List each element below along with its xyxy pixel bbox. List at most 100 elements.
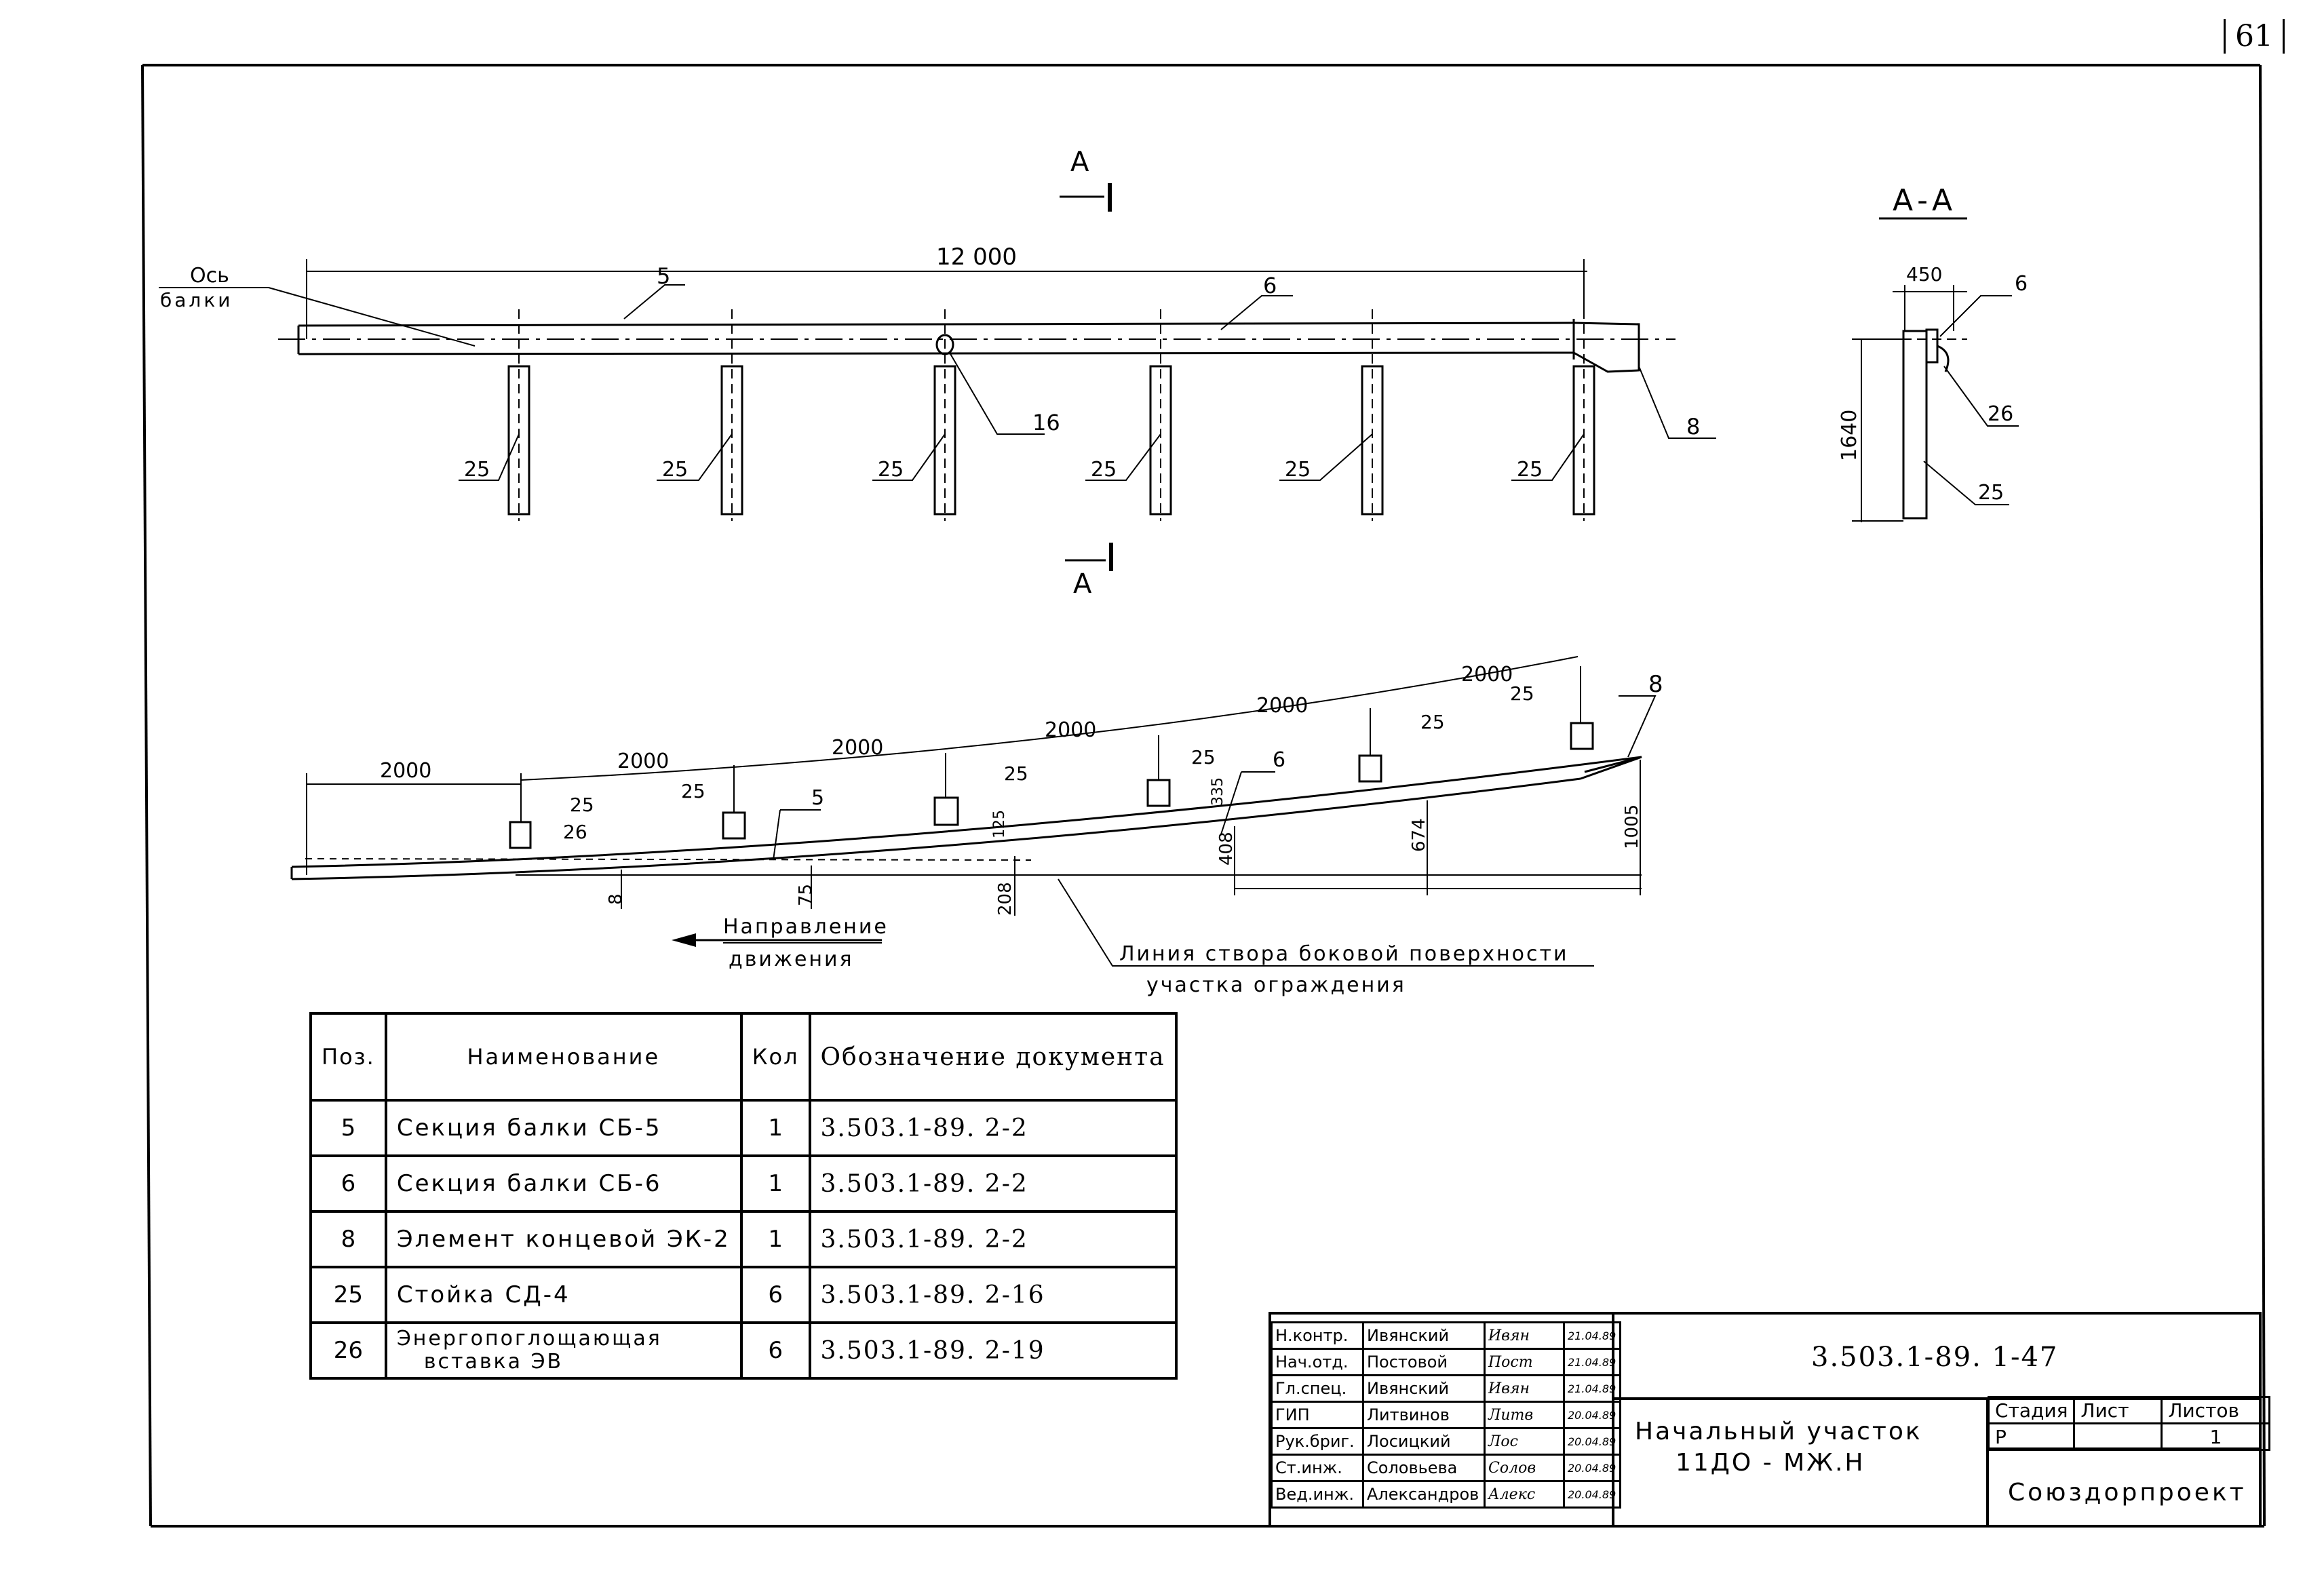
direction-label-1: Направление — [723, 915, 889, 939]
post-label: 25 — [1191, 746, 1216, 769]
label-pos-8: 8 — [1686, 414, 1700, 440]
table-header: Поз. Наименование Кол Обозначение докуме… — [309, 1012, 1178, 1102]
line-note-1: Линия створа боковой поверхности — [1119, 942, 1568, 966]
profile-dimension — [306, 656, 1581, 875]
profile-post — [1358, 754, 1382, 783]
cell-name: Стойка СД-4 — [384, 1266, 743, 1324]
cell-qty: 1 — [739, 1210, 811, 1268]
profile-pos-5: 5 — [811, 786, 824, 810]
profile-post — [722, 811, 746, 840]
sig-name: Соловьева — [1362, 1454, 1486, 1482]
plan-view: 12 000 Ось балки 5 6 16 8 25 25 25 25 25… — [159, 147, 1716, 600]
sig-name: Ивянский — [1362, 1321, 1486, 1350]
sig-role: Ст.инж. — [1271, 1454, 1364, 1482]
line-note-2: участка ограждения — [1146, 973, 1406, 997]
sheet-header: Лист — [2073, 1396, 2163, 1424]
sig-signature: Ивян — [1484, 1374, 1565, 1403]
cell-pos: 5 — [309, 1099, 387, 1157]
axis-label-2: балки — [160, 289, 233, 311]
sig-date: 21.04.89 — [1563, 1348, 1621, 1376]
section-mark-top: A — [1060, 147, 1112, 212]
document-code: 3.503.1-89. 1-47 — [1811, 1342, 2059, 1373]
sheets-value: 1 — [2161, 1422, 2271, 1451]
sig-role: Гл.спец. — [1271, 1374, 1364, 1403]
profile-post — [933, 796, 959, 826]
cell-name-line-2: вставка ЭВ — [423, 1350, 564, 1374]
signature-table: Н.контр. Ивянский Ивян 21.04.89 Нач.отд.… — [1271, 1321, 1621, 1509]
cell-name: Секция балки СБ-5 — [384, 1099, 743, 1157]
sig-name: Ивянский — [1362, 1374, 1486, 1403]
profile-pos-26: 26 — [563, 821, 587, 843]
sig-signature: Литв — [1484, 1401, 1565, 1429]
plan-beam — [297, 319, 1640, 373]
direction-label-2: движения — [729, 948, 854, 971]
profile-post — [1146, 779, 1171, 807]
sig-date: 20.04.89 — [1563, 1454, 1621, 1482]
sig-date: 20.04.89 — [1563, 1401, 1621, 1429]
cell-qty: 6 — [739, 1266, 811, 1324]
section-view: А-А 450 1640 6 26 25 — [1838, 183, 2028, 522]
section-height: 1640 — [1838, 410, 1861, 461]
sig-signature: Ивян — [1484, 1321, 1565, 1350]
post-label: 25 — [662, 458, 688, 482]
sig-name: Литвинов — [1362, 1401, 1486, 1429]
post-label: 25 — [681, 780, 705, 802]
cell-doc: 3.503.1-89. 2-2 — [808, 1099, 1178, 1157]
sig-signature: Солов — [1484, 1454, 1565, 1482]
cell-pos: 25 — [309, 1266, 387, 1324]
cell-name: Секция балки СБ-6 — [384, 1154, 743, 1213]
profile-post — [1570, 722, 1594, 750]
post-label: 25 — [1420, 711, 1445, 733]
gap-value: 335 — [1209, 777, 1226, 806]
signature-row: ГИП Литвинов Литв 20.04.89 — [1271, 1401, 1621, 1429]
profile-post — [509, 821, 532, 849]
post-label: 25 — [1517, 458, 1543, 482]
sig-name: Александров — [1362, 1480, 1486, 1509]
sig-role: ГИП — [1271, 1401, 1364, 1429]
plan-post — [507, 365, 530, 516]
table-row: 25 Стойка СД-4 6 3.503.1-89. 2-16 — [309, 1266, 1178, 1324]
sig-date: 20.04.89 — [1563, 1427, 1621, 1456]
table-row: 5 Секция балки СБ-5 1 3.503.1-89. 2-2 — [309, 1099, 1178, 1157]
signature-row: Гл.спец. Ивянский Ивян 21.04.89 — [1271, 1374, 1621, 1403]
cell-qty: 1 — [739, 1099, 811, 1157]
profile-pos-8: 8 — [1648, 671, 1663, 698]
cell-doc: 3.503.1-89. 2-16 — [808, 1266, 1178, 1324]
profile-spacing: 2000 — [1045, 718, 1096, 742]
cell-name: Энергопоглощающая вставка ЭВ — [384, 1321, 743, 1380]
label-pos-5: 5 — [657, 263, 670, 289]
signature-row: Н.контр. Ивянский Ивян 21.04.89 — [1271, 1321, 1621, 1350]
section-pos-6: 6 — [2015, 272, 2028, 296]
cell-name-line-1: Энергопоглощающая — [396, 1327, 662, 1350]
section-mark-letter: A — [1070, 147, 1089, 178]
section-title: А-А — [1893, 183, 1956, 218]
post-label: 25 — [464, 458, 490, 482]
cell-qty: 1 — [739, 1154, 811, 1213]
plan-post — [933, 365, 956, 516]
profile-pos-6: 6 — [1273, 748, 1285, 772]
plan-post — [1149, 365, 1172, 516]
cell-doc: 3.503.1-89. 2-2 — [808, 1154, 1178, 1213]
plan-posts — [507, 365, 1595, 516]
table-row: 6 Секция балки СБ-6 1 3.503.1-89. 2-2 — [309, 1154, 1178, 1213]
profile-spacing: 2000 — [617, 750, 669, 773]
stage-header-row: Стадия Лист Листов — [1987, 1396, 2271, 1424]
stage-table: Стадия Лист Листов Р 1 — [1987, 1396, 2271, 1451]
header-qty: Кол — [739, 1012, 811, 1102]
post-label: 25 — [878, 458, 904, 482]
overall-length: 12 000 — [936, 244, 1017, 271]
sig-name: Лосицкий — [1362, 1427, 1486, 1456]
section-mark-letter: A — [1073, 568, 1092, 600]
signature-row: Нач.отд. Постовой Пост 21.04.89 — [1271, 1348, 1621, 1376]
post-label: 25 — [1091, 458, 1117, 482]
cell-pos: 8 — [309, 1210, 387, 1268]
cell-name: Элемент концевой ЭК-2 — [384, 1210, 743, 1268]
stage-value-row: Р 1 — [1987, 1422, 2271, 1451]
post-label: 25 — [570, 794, 594, 816]
offset-value: 208 — [995, 882, 1015, 916]
sig-role: Вед.инж. — [1271, 1480, 1364, 1509]
offset-value: 674 — [1409, 818, 1429, 852]
post-label: 25 — [1510, 682, 1534, 705]
drawing-title: Начальный участок — [1635, 1418, 1922, 1445]
